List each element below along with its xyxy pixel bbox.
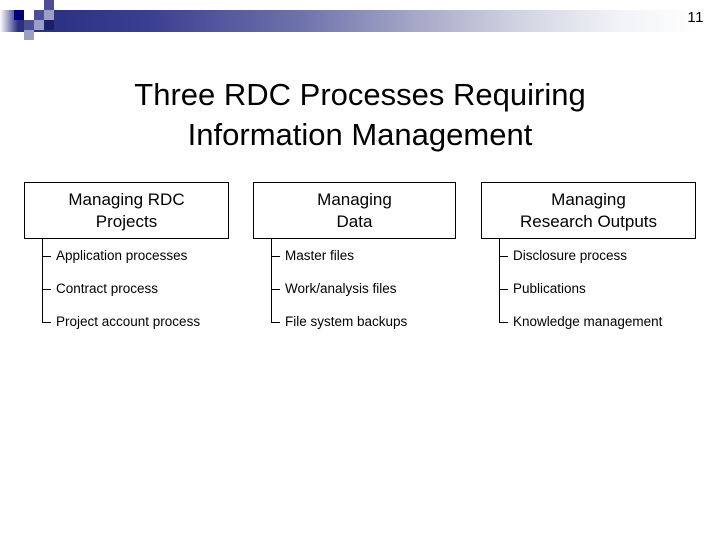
list-item-label: Work/analysis files xyxy=(285,280,397,296)
list-item: Disclosure process xyxy=(499,239,696,272)
page-title-line-1: Three RDC Processes Requiring xyxy=(134,76,586,112)
column-header-line-1: Managing xyxy=(551,189,626,209)
gradient-bar-icon xyxy=(0,10,720,32)
checker-square-icon xyxy=(14,0,24,10)
page-title: Three RDC Processes Requiring Informatio… xyxy=(40,75,680,155)
list-item-label: Publications xyxy=(513,280,586,296)
checker-square-icon xyxy=(44,20,54,30)
list-item: Knowledge management xyxy=(499,305,696,338)
list-item-label: Application processes xyxy=(56,247,188,263)
tree-spine-line xyxy=(42,239,43,322)
checker-square-icon xyxy=(34,10,44,20)
list-item-label: File system backups xyxy=(285,313,408,329)
checker-square-icon xyxy=(24,0,34,10)
checker-square-icon xyxy=(24,10,34,20)
process-item-tree: Master files Work/analysis files File sy… xyxy=(271,239,456,338)
list-item: Publications xyxy=(499,272,696,305)
checker-square-icon xyxy=(44,0,54,10)
list-item-label: Knowledge management xyxy=(513,313,663,329)
column-header-text: Managing Research Outputs xyxy=(520,189,657,233)
column-header-line-1: Managing xyxy=(317,189,392,209)
column-header-line-2: Research Outputs xyxy=(519,211,657,231)
column-header-box: Managing Data xyxy=(253,182,456,239)
list-item-label: Project account process xyxy=(56,313,201,329)
tree-branch-tick-icon xyxy=(499,255,508,257)
tree-branch-tick-icon xyxy=(42,255,51,257)
checker-square-icon xyxy=(14,10,24,20)
tree-spine-line xyxy=(271,239,272,322)
process-item-tree: Disclosure process Publications Knowledg… xyxy=(499,239,696,338)
list-item: File system backups xyxy=(271,305,456,338)
list-item: Master files xyxy=(271,239,456,272)
column-header-line-2: Projects xyxy=(95,211,158,231)
page-number: 11 xyxy=(687,9,704,26)
column-header-line-2: Data xyxy=(336,211,373,231)
column-header-text: Managing RDC Projects xyxy=(68,189,184,233)
list-item: Work/analysis files xyxy=(271,272,456,305)
column-header-box: Managing RDC Projects xyxy=(24,182,229,239)
checker-square-icon xyxy=(24,20,34,30)
tree-branch-tick-icon xyxy=(42,321,51,323)
list-item: Application processes xyxy=(42,239,229,272)
checker-square-icon xyxy=(44,10,54,20)
checker-square-icon xyxy=(24,30,34,40)
page-title-line-2: Information Management xyxy=(187,116,533,152)
process-column-managing-research-outputs: Managing Research Outputs Disclosure pro… xyxy=(481,182,696,338)
tree-branch-tick-icon xyxy=(499,321,508,323)
list-item: Contract process xyxy=(42,272,229,305)
process-column-managing-rdc-projects: Managing RDC Projects Application proces… xyxy=(24,182,229,338)
tree-branch-tick-icon xyxy=(271,255,280,257)
tree-branch-tick-icon xyxy=(499,288,508,290)
checker-square-icon xyxy=(34,0,44,10)
tree-spine-line xyxy=(499,239,500,322)
process-columns: Managing RDC Projects Application proces… xyxy=(0,182,720,362)
column-header-text: Managing Data xyxy=(317,189,392,233)
tree-branch-tick-icon xyxy=(271,288,280,290)
checker-square-icon xyxy=(34,20,44,30)
process-item-tree: Application processes Contract process P… xyxy=(42,239,229,338)
tree-branch-tick-icon xyxy=(271,321,280,323)
header-decoration xyxy=(0,0,720,46)
list-item-label: Contract process xyxy=(56,280,159,296)
process-column-managing-data: Managing Data Master files Work/analysis… xyxy=(253,182,456,338)
list-item-label: Disclosure process xyxy=(513,247,628,263)
list-item: Project account process xyxy=(42,305,229,338)
tree-branch-tick-icon xyxy=(42,288,51,290)
column-header-line-1: Managing RDC xyxy=(68,189,185,209)
column-header-box: Managing Research Outputs xyxy=(481,182,696,239)
list-item-label: Master files xyxy=(285,247,355,263)
